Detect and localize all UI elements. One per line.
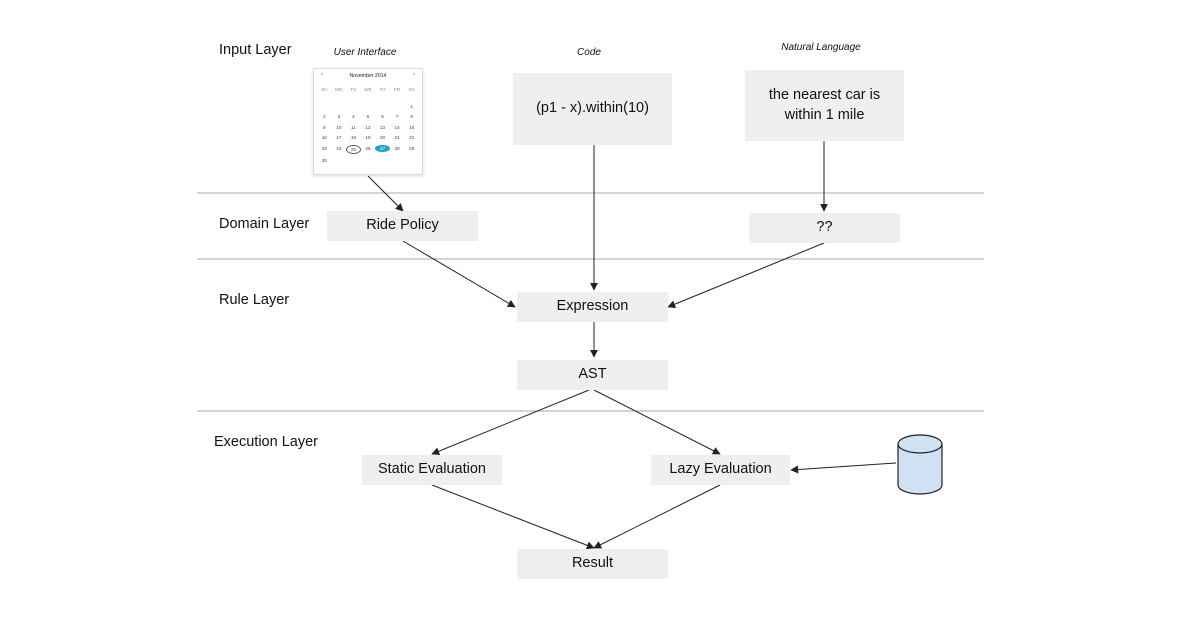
calendar-weekday: WE [364, 87, 372, 92]
database-icon [897, 434, 943, 495]
ast-box: AST [517, 360, 668, 390]
calendar-day[interactable]: 15 [409, 124, 415, 130]
calendar-day[interactable]: 17 [336, 135, 342, 140]
calendar-day[interactable]: 30 [321, 158, 327, 163]
calendar-day[interactable]: 25 [346, 144, 361, 154]
calendar-day[interactable]: 29 [409, 145, 415, 151]
calendar-day[interactable]: 10 [336, 124, 342, 130]
rule-layer-label: Rule Layer [219, 292, 290, 308]
calendar-day[interactable]: 26 [365, 145, 371, 151]
arrow-database-to-lazy [790, 462, 897, 474]
expression-box: Expression [517, 292, 668, 322]
natural-language-title: Natural Language [781, 42, 861, 53]
calendar-day[interactable]: 9 [323, 124, 326, 130]
arrow-ride-policy-to-expression [402, 240, 516, 308]
calendar-day[interactable]: 5 [366, 114, 370, 119]
calendar-day[interactable]: 23 [321, 145, 327, 151]
calendar-day[interactable]: 14 [394, 124, 400, 130]
calendar-weekday: TU [350, 87, 357, 92]
static-evaluation-box: Static Evaluation [362, 455, 502, 485]
code-input-box: (p1 - x).within(10) [513, 73, 672, 145]
calendar-day[interactable]: 18 [350, 135, 356, 140]
arrow-ast-to-lazy [593, 389, 721, 455]
arrow-unknown-to-expression [667, 242, 825, 308]
calendar-day[interactable]: 13 [380, 124, 386, 130]
calendar-day[interactable]: 7 [395, 114, 399, 119]
calendar-day[interactable]: 28 [394, 145, 400, 151]
lazy-evaluation-box: Lazy Evaluation [651, 455, 790, 485]
calendar-next-icon[interactable]: › [413, 72, 415, 78]
arrow-lazy-to-result [593, 484, 721, 549]
arrow-ui-to-ride-policy [367, 175, 404, 212]
input-layer-label: Input Layer [219, 42, 292, 58]
unknown-domain-box: ?? [749, 213, 900, 243]
natural-language-input-box: the nearest car is within 1 mile [745, 70, 904, 141]
calendar-day[interactable]: 4 [352, 114, 355, 119]
domain-layer-label: Domain Layer [219, 216, 310, 232]
calendar-day[interactable]: 2 [323, 114, 326, 119]
natural-language-text: the nearest car is within 1 mile [768, 86, 881, 123]
calendar-day[interactable]: 8 [410, 114, 413, 119]
execution-layer-label: Execution Layer [214, 434, 318, 450]
calendar-month-title: November 2014 [349, 73, 387, 79]
user-interface-title: User Interface [333, 47, 397, 58]
calendar-weekday: SU [321, 87, 328, 92]
calendar-day[interactable]: 16 [321, 135, 327, 140]
calendar-day[interactable]: 24 [336, 145, 342, 151]
calendar-day[interactable]: 20 [380, 135, 386, 140]
calendar-prev-icon[interactable]: ‹ [321, 72, 323, 78]
calendar-day[interactable]: 22 [409, 135, 415, 140]
calendar-weekday: MO [335, 87, 343, 92]
calendar-day[interactable]: 3 [337, 114, 341, 119]
arrow-static-to-result [431, 484, 595, 550]
calendar-day[interactable]: 19 [365, 135, 371, 140]
code-title: Code [577, 47, 601, 58]
arrow-ast-to-static [431, 389, 590, 455]
calendar-day[interactable]: 21 [394, 135, 400, 140]
calendar-weekday: FR [394, 87, 401, 92]
ride-policy-box: Ride Policy [327, 211, 478, 241]
calendar-day[interactable]: 27 [375, 144, 390, 152]
calendar-weekday: TH [379, 87, 386, 92]
result-box: Result [517, 549, 668, 579]
calendar-day[interactable]: 1 [410, 103, 413, 109]
calendar-weekday: SA [408, 87, 415, 92]
calendar-day[interactable]: 11 [351, 124, 356, 130]
calendar-day[interactable]: 12 [365, 124, 371, 130]
calendar-day[interactable]: 6 [381, 114, 384, 119]
